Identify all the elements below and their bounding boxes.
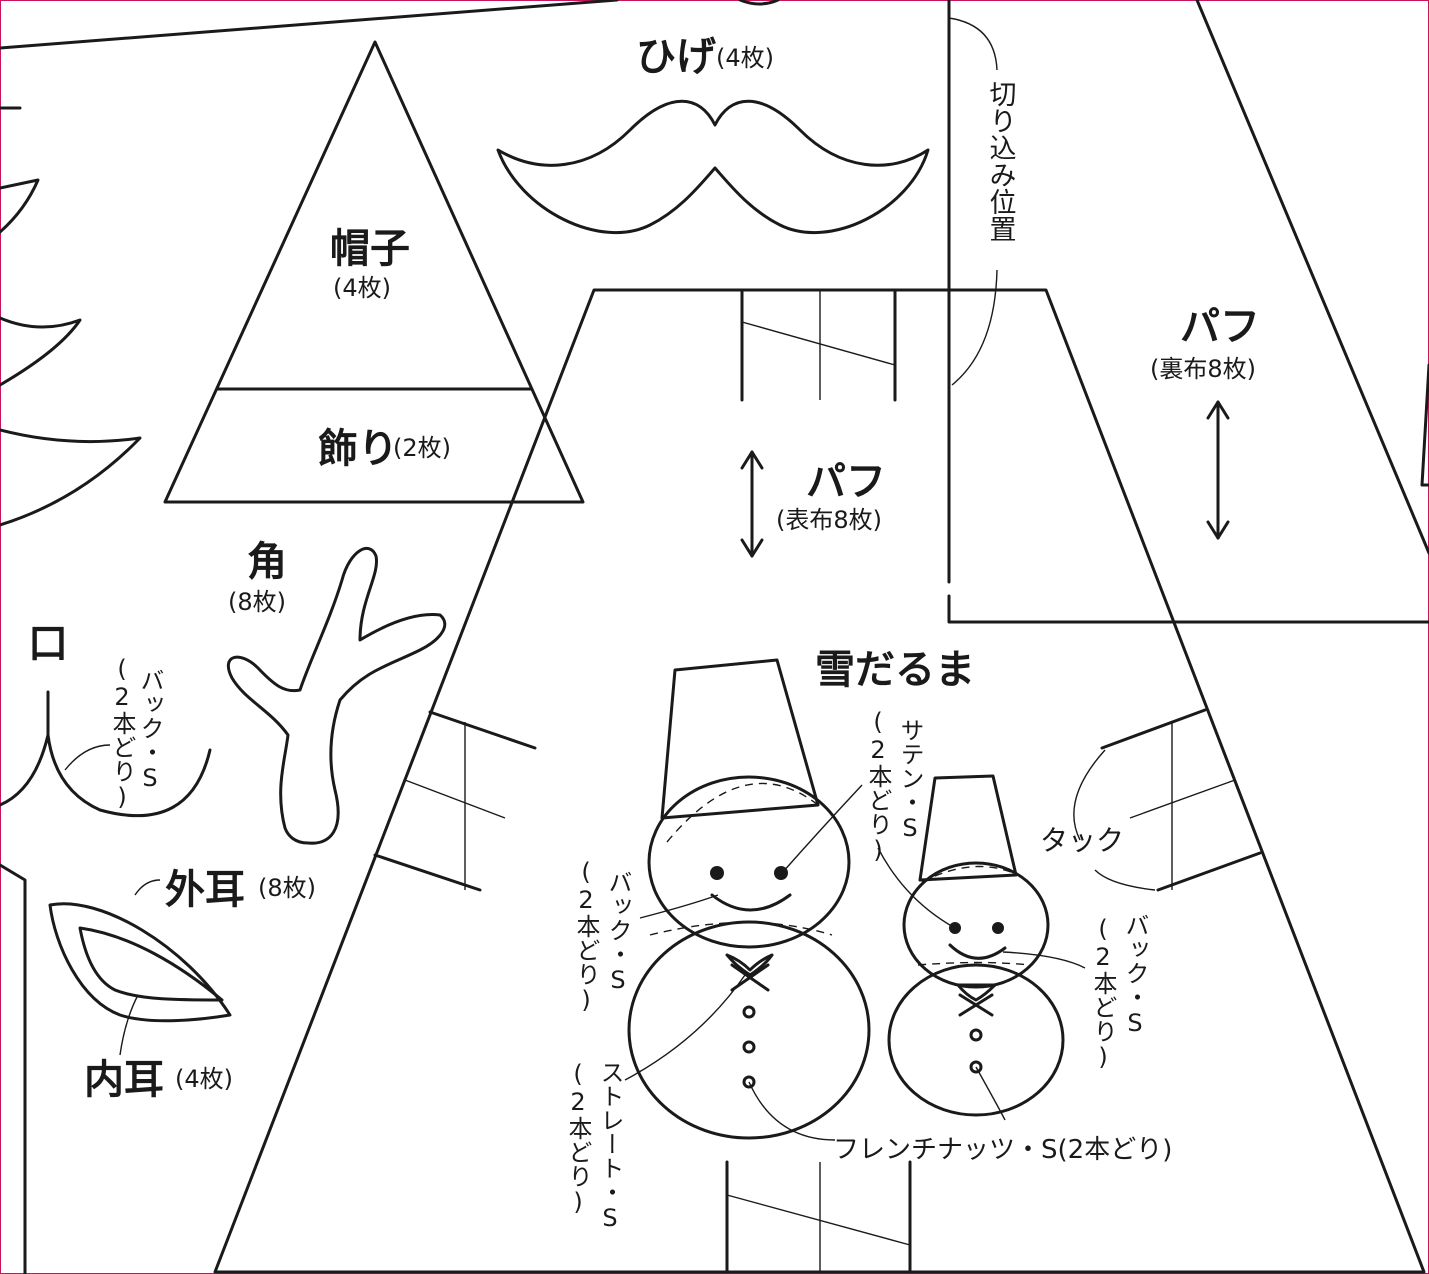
puff-front-piece — [213, 288, 1426, 1274]
back-stitch-left-label: バック・S — [604, 870, 632, 994]
grain-arrow-back — [1206, 400, 1230, 540]
back-stitch-right-label: バック・S — [1121, 913, 1149, 1037]
big-snowman — [627, 658, 871, 1140]
hat-count: (4枚) — [333, 274, 391, 302]
left-strip-edge — [0, 863, 27, 1274]
small-snowman — [887, 774, 1065, 1117]
top-partial-circle — [738, 0, 780, 6]
antler-piece — [226, 546, 447, 845]
puff-front-count: (表布8枚) — [776, 506, 882, 534]
outer-ear-label: 外耳 — [165, 866, 245, 913]
left-partial-piece — [0, 106, 142, 527]
inner-ear-label: 内耳 — [84, 1056, 164, 1103]
leader-lines — [624, 784, 1086, 1141]
top-strip-edge — [0, 0, 619, 50]
mustache-count: (4枚) — [716, 44, 774, 72]
mouth-strands-label: (2本どり) — [108, 655, 136, 811]
french-knot-label: フレンチナッツ・S(2本どり) — [833, 1135, 1172, 1165]
snowman-label: 雪だるま — [815, 646, 975, 693]
straight-strands-label: (2本どり) — [564, 1060, 592, 1216]
puff-back-piece — [947, 0, 1429, 624]
mouth-stitch-label: バック・S — [136, 668, 164, 792]
back-strands-left-label: (2本どり) — [572, 858, 600, 1014]
satin-stitch-label: サテン・S — [896, 718, 924, 842]
straight-stitch-label: ストレート・S — [596, 1060, 624, 1232]
back-strands-right-label: (2本どり) — [1089, 915, 1117, 1071]
satin-strands-label: (2本どり) — [864, 708, 892, 864]
antler-label: 角 — [247, 538, 287, 585]
puff-back-label: パフ — [1180, 303, 1260, 350]
hat-piece — [163, 40, 585, 504]
inner-ear-count: (4枚) — [175, 1065, 233, 1093]
mustache-label: ひげ — [636, 33, 716, 80]
decoration-count: (2枚) — [393, 434, 451, 462]
tuck-label: タック — [1040, 824, 1124, 857]
mouth-piece — [0, 690, 212, 818]
antler-count: (8枚) — [228, 588, 286, 616]
mustache-piece — [496, 99, 930, 235]
puff-front-label: パフ — [806, 458, 886, 505]
ear-piece — [48, 879, 232, 1056]
mouth-label: 口 — [28, 620, 68, 667]
decoration-label: 飾り — [318, 425, 398, 472]
outer-ear-count: (8枚) — [258, 874, 316, 902]
cut-position-label: 切り込み位置 — [985, 80, 1017, 242]
puff-back-count: (裏布8枚) — [1150, 355, 1256, 383]
grain-arrow-front — [740, 450, 764, 558]
hat-label: 帽子 — [330, 225, 410, 272]
